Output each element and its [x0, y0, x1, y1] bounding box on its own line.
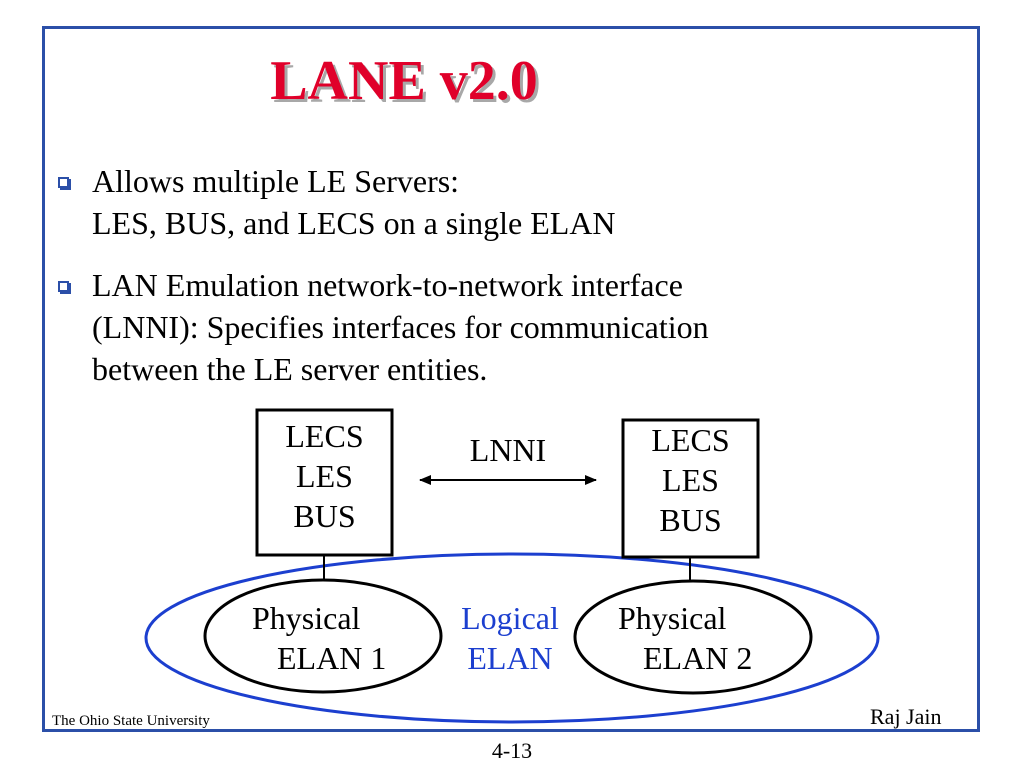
left-server-line-3: BUS — [293, 498, 356, 534]
logical-elan-line-2: ELAN — [467, 640, 553, 676]
slide-frame — [42, 26, 980, 732]
physical-elan-1-line-1: Physical — [252, 600, 361, 636]
right-server-line-1: LECS — [651, 422, 730, 458]
logical-elan-label: Logical ELAN — [440, 598, 580, 678]
bullet-1-line-1: Allows multiple LE Servers: — [92, 163, 460, 199]
left-server-line-1: LECS — [285, 418, 364, 454]
bullet-1-line-2: LES, BUS, and LECS on a single ELAN — [92, 205, 616, 241]
square-bullet-icon — [58, 281, 69, 292]
right-server-label: LECS LES BUS — [623, 420, 758, 540]
physical-elan-1-ellipse — [203, 578, 443, 694]
right-server-line-2: LES — [662, 462, 719, 498]
bullet-2-line-1: LAN Emulation network-to-network interfa… — [92, 267, 683, 303]
footer-university: The Ohio State University — [52, 713, 210, 729]
physical-elan-2-ellipse — [573, 579, 813, 695]
physical-elan-2-line-2: ELAN 2 — [643, 640, 753, 676]
square-bullet-icon — [58, 177, 69, 188]
page-number: 4-13 — [491, 738, 533, 763]
physical-elan-1-line-2: ELAN 1 — [277, 640, 387, 676]
slide-title: LANE v2.0 — [270, 50, 538, 112]
left-server-line-2: LES — [296, 458, 353, 494]
logical-elan-ellipse — [144, 552, 880, 724]
lnni-label: LNNI — [469, 432, 547, 468]
left-server-label: LECS LES BUS — [257, 416, 392, 536]
bullet-2-line-3: between the LE server entities. — [92, 351, 488, 387]
bullet-2-line-2: (LNNI): Specifies interfaces for communi… — [92, 309, 709, 345]
physical-elan-2-label: Physical ELAN 2 — [598, 598, 798, 678]
physical-elan-1-label: Physical ELAN 1 — [230, 598, 432, 678]
physical-elan-2-line-1: Physical — [618, 600, 727, 636]
footer-author: Raj Jain — [870, 704, 942, 729]
right-server-line-3: BUS — [659, 502, 722, 538]
logical-elan-line-1: Logical — [461, 600, 559, 636]
